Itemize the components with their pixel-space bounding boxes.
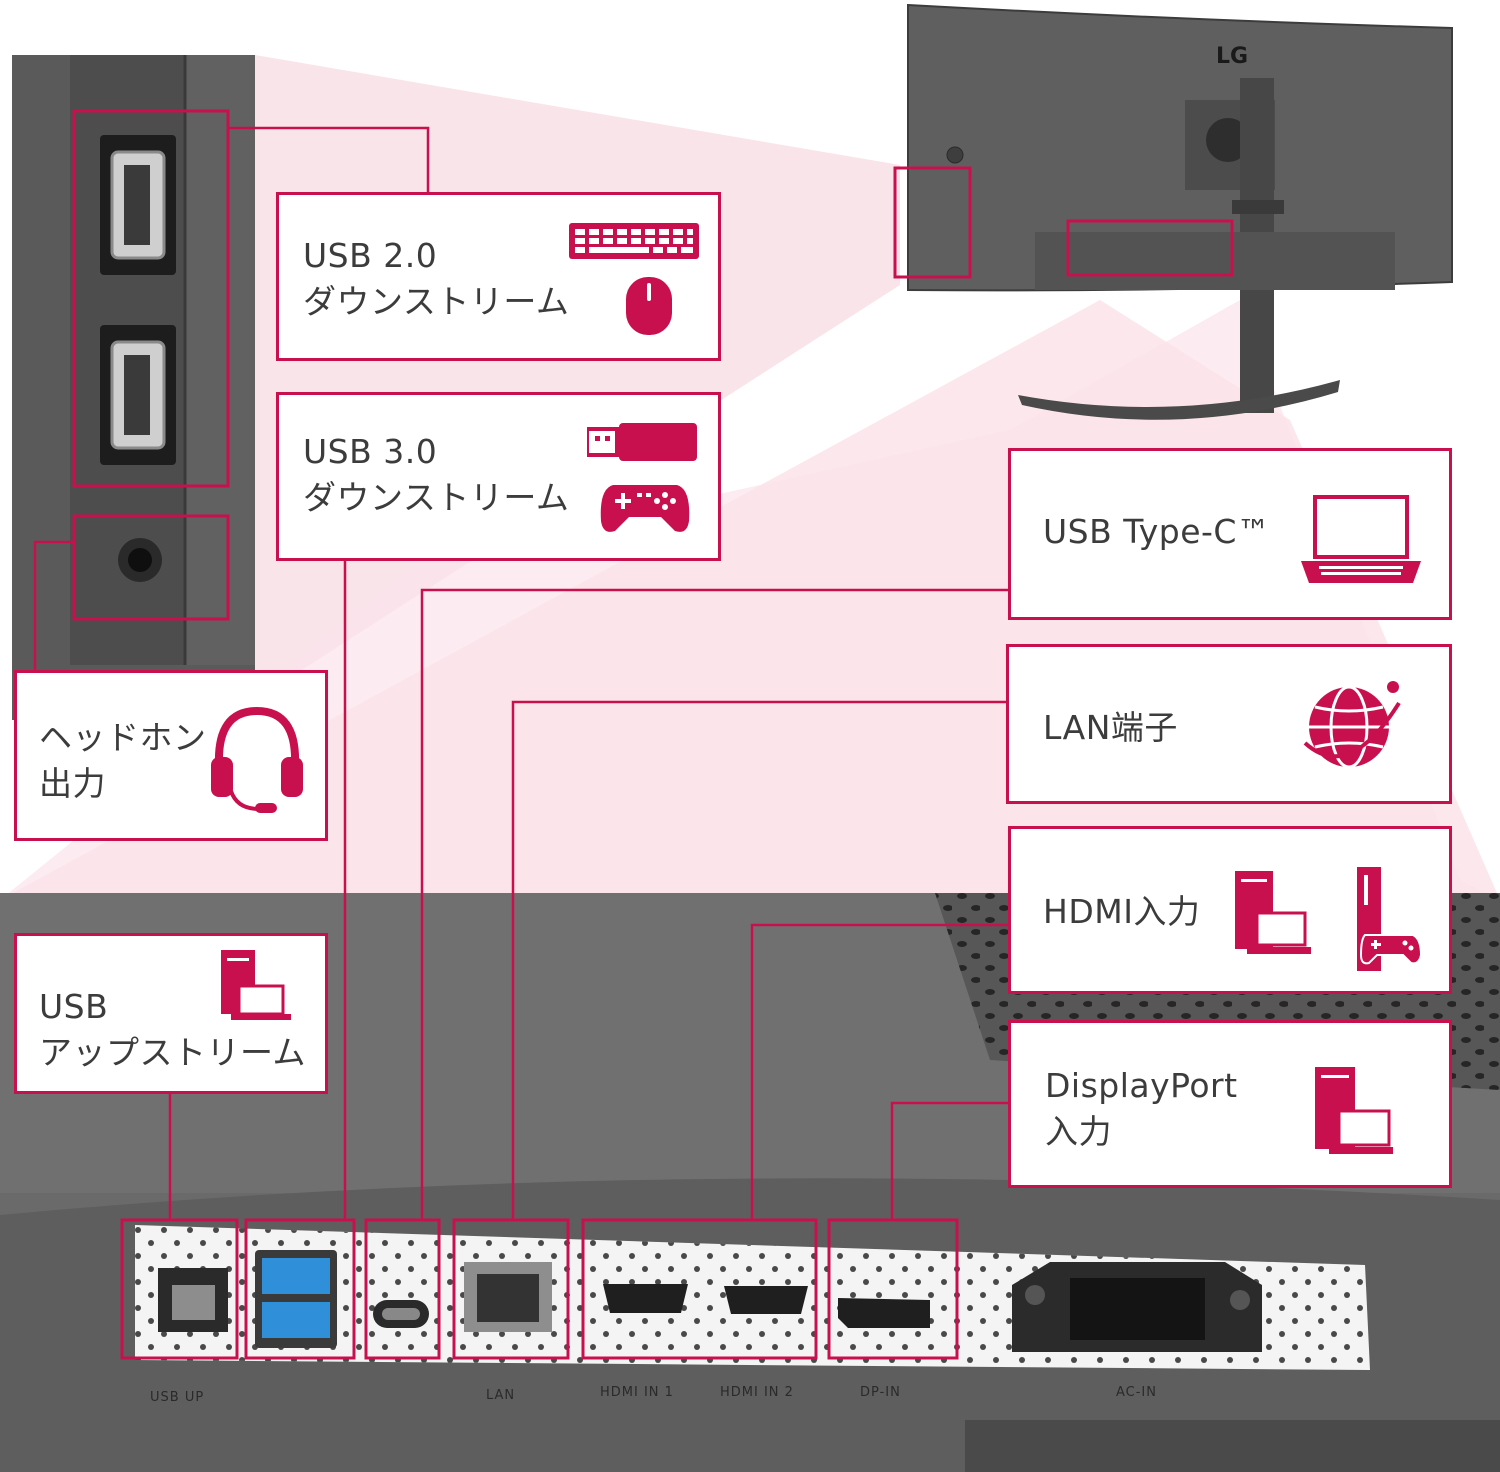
callout-label: ヘッドホン 出力: [39, 718, 207, 803]
callout-headphone-out: ヘッドホン 出力: [14, 670, 328, 841]
callout-label: DisplayPort 入力: [1045, 1066, 1238, 1151]
callout-displayport-in: DisplayPort 入力: [1008, 1020, 1452, 1188]
desktop-pc-icon: [221, 950, 291, 1020]
game-console-icon: [1357, 867, 1423, 971]
port-label-dp-in: DP-IN: [860, 1385, 901, 1400]
callout-lan-port: LAN端子: [1006, 644, 1452, 804]
laptop-icon: [1301, 495, 1421, 583]
desktop-pc-icon: [1315, 1067, 1393, 1154]
usb-stick-icon: [587, 423, 697, 461]
callout-usb-type-c: USB Type-C™: [1008, 448, 1452, 620]
callout-label: USB 3.0 ダウンストリーム: [303, 432, 570, 517]
port-label-hdmi-in-2: HDMI IN 2: [720, 1385, 794, 1400]
port-label-usb-up: USB UP: [150, 1390, 205, 1405]
callout-usb2-downstream: USB 2.0 ダウンストリーム: [276, 192, 721, 361]
callout-label: HDMI入力: [1043, 892, 1201, 931]
port-label-ac-in: AC-IN: [1116, 1385, 1157, 1400]
callout-label: USB アップストリーム: [39, 987, 307, 1072]
callout-hdmi-in: HDMI入力: [1008, 826, 1452, 994]
callout-label: USB Type-C™: [1043, 512, 1271, 551]
globe-network-icon: [1303, 681, 1401, 769]
gamepad-icon: [600, 485, 690, 532]
desktop-pc-icon: [1235, 871, 1311, 954]
port-label-hdmi-in-1: HDMI IN 1: [600, 1385, 674, 1400]
callout-label: USB 2.0 ダウンストリーム: [303, 236, 570, 321]
keyboard-icon: [569, 223, 699, 259]
port-label-lan: LAN: [486, 1388, 516, 1403]
headphones-icon: [211, 706, 303, 813]
callout-usb-upstream: USB アップストリーム: [14, 933, 328, 1094]
callout-label: LAN端子: [1043, 708, 1178, 747]
brand-logo: LG: [1216, 44, 1249, 69]
callout-usb3-downstream: USB 3.0 ダウンストリーム: [276, 392, 721, 561]
mouse-icon: [626, 277, 672, 335]
